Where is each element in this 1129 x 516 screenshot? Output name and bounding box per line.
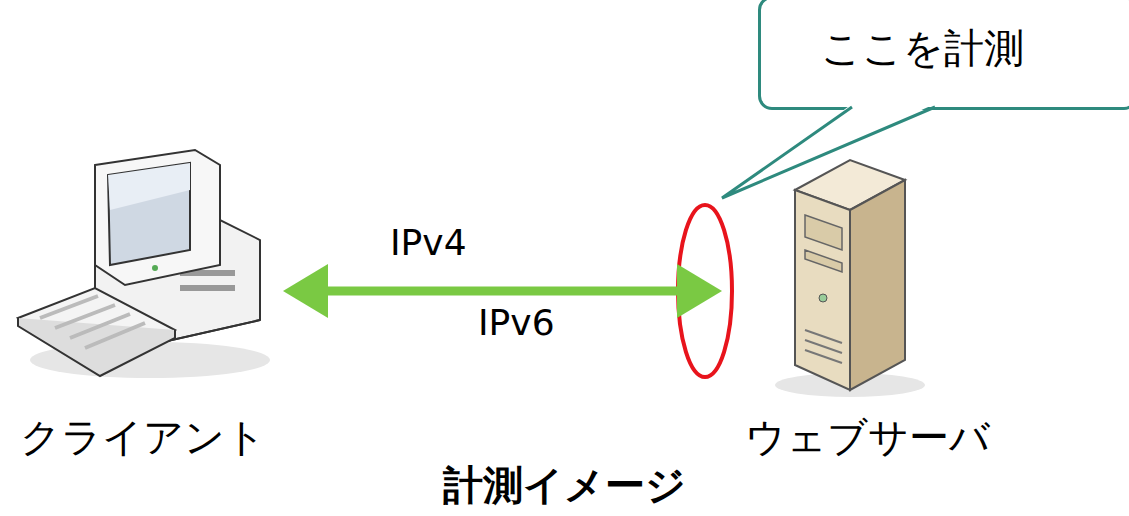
device-label: ウェブサーバ [725,410,1010,465]
server-icon [775,160,925,397]
protocol-label: IPv4 [390,222,467,263]
caption: 計測イメージ [0,458,1129,513]
protocol-label: IPv6 [478,302,555,343]
callout-box: ここを計測 [758,0,1129,110]
device-node: クライアント [12,140,274,470]
connection-arrow [292,287,713,296]
device-node: ウェブサーバ [725,150,1010,470]
device-label: クライアント [12,410,274,465]
pc-icon [18,150,270,378]
callout-text: ここを計測 [821,21,1129,76]
